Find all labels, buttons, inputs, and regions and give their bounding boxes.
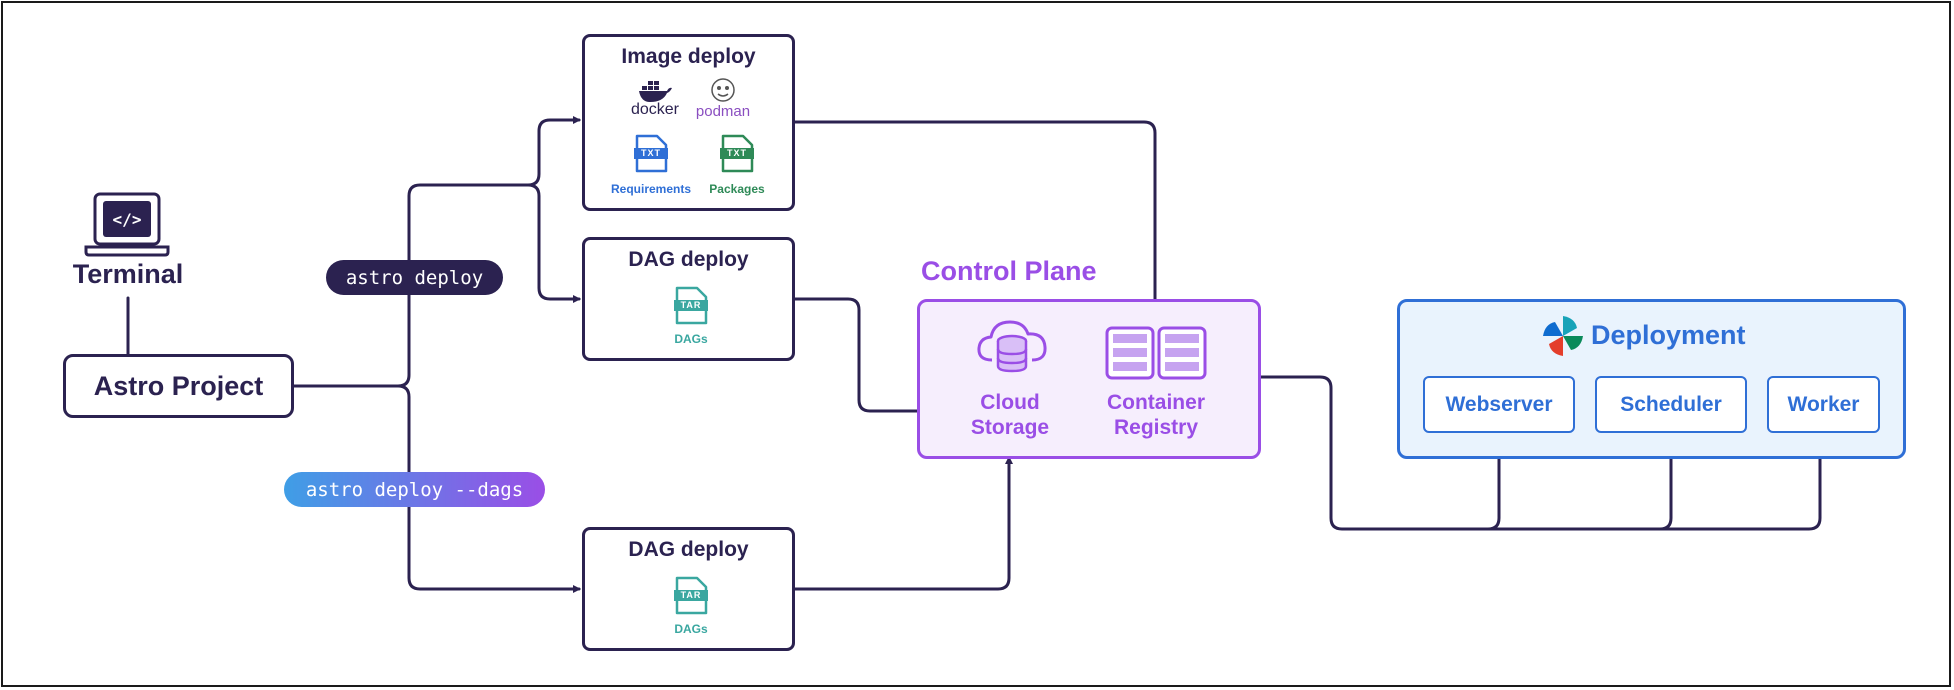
dag-top-badge: TAR <box>680 300 702 310</box>
requirements-file-icon <box>634 134 668 174</box>
dag-bottom-caption: DAGs <box>674 622 708 636</box>
dag-top-to-storage <box>793 297 949 415</box>
packages-file-icon <box>720 134 754 174</box>
control-plane-box: Cloud Storage Container Registry <box>917 299 1261 459</box>
image-deploy-box: Image deploy docker podman TXT Requireme… <box>582 34 795 211</box>
dag-top-caption: DAGs <box>674 332 708 346</box>
astro-project-label: Astro Project <box>93 370 264 401</box>
project-to-image-deploy <box>292 116 581 388</box>
image-deploy-title: Image deploy <box>621 45 756 68</box>
docker-label: docker <box>630 101 680 118</box>
container-registry-icon <box>1105 326 1207 380</box>
dag-deploy-top-title: DAG deploy <box>628 248 749 271</box>
packages-badge: TXT <box>727 148 747 158</box>
wire-to-webserver <box>1486 439 1503 531</box>
image-deploy-to-registry <box>793 120 1159 307</box>
container-registry-label: Container Registry <box>1106 391 1205 439</box>
requirements-badge: TXT <box>641 148 661 158</box>
cloud-database-icon <box>976 316 1048 376</box>
laptop-code-icon: </> <box>82 191 172 257</box>
terminal-label: Terminal <box>72 259 184 289</box>
terminal-screen-text: </> <box>112 209 142 229</box>
worker-box: Worker <box>1767 376 1880 433</box>
control-plane-to-deployment <box>1259 375 1824 531</box>
packages-label: Packages <box>709 182 765 196</box>
control-plane-title: Control Plane <box>921 256 1097 286</box>
dag-bottom-to-storage <box>793 456 1013 591</box>
dag-bottom-badge: TAR <box>680 590 702 600</box>
scheduler-box: Scheduler <box>1595 376 1747 433</box>
podman-label: podman <box>695 103 751 120</box>
branch-to-dag-deploy-top <box>526 183 581 303</box>
dag-deploy-bottom-title: DAG deploy <box>628 538 749 561</box>
dag-deploy-bottom-box: DAG deploy TAR DAGs <box>582 527 795 651</box>
tar-file-icon <box>674 286 708 326</box>
astro-deploy-dags-command: astro deploy --dags <box>284 472 545 507</box>
podman-icon <box>708 77 738 103</box>
webserver-box: Webserver <box>1423 376 1575 433</box>
wire-to-scheduler <box>1658 439 1675 531</box>
airflow-pinwheel-icon <box>1541 314 1585 358</box>
tar-file-icon <box>674 576 708 616</box>
requirements-label: Requirements <box>610 182 692 196</box>
dag-deploy-top-box: DAG deploy TAR DAGs <box>582 237 795 361</box>
deployment-title: Deployment <box>1591 320 1746 350</box>
astro-project-box: Astro Project <box>63 354 294 418</box>
cloud-storage-label: Cloud Storage <box>970 391 1050 439</box>
docker-icon <box>638 79 672 103</box>
astro-deploy-command: astro deploy <box>326 260 503 295</box>
